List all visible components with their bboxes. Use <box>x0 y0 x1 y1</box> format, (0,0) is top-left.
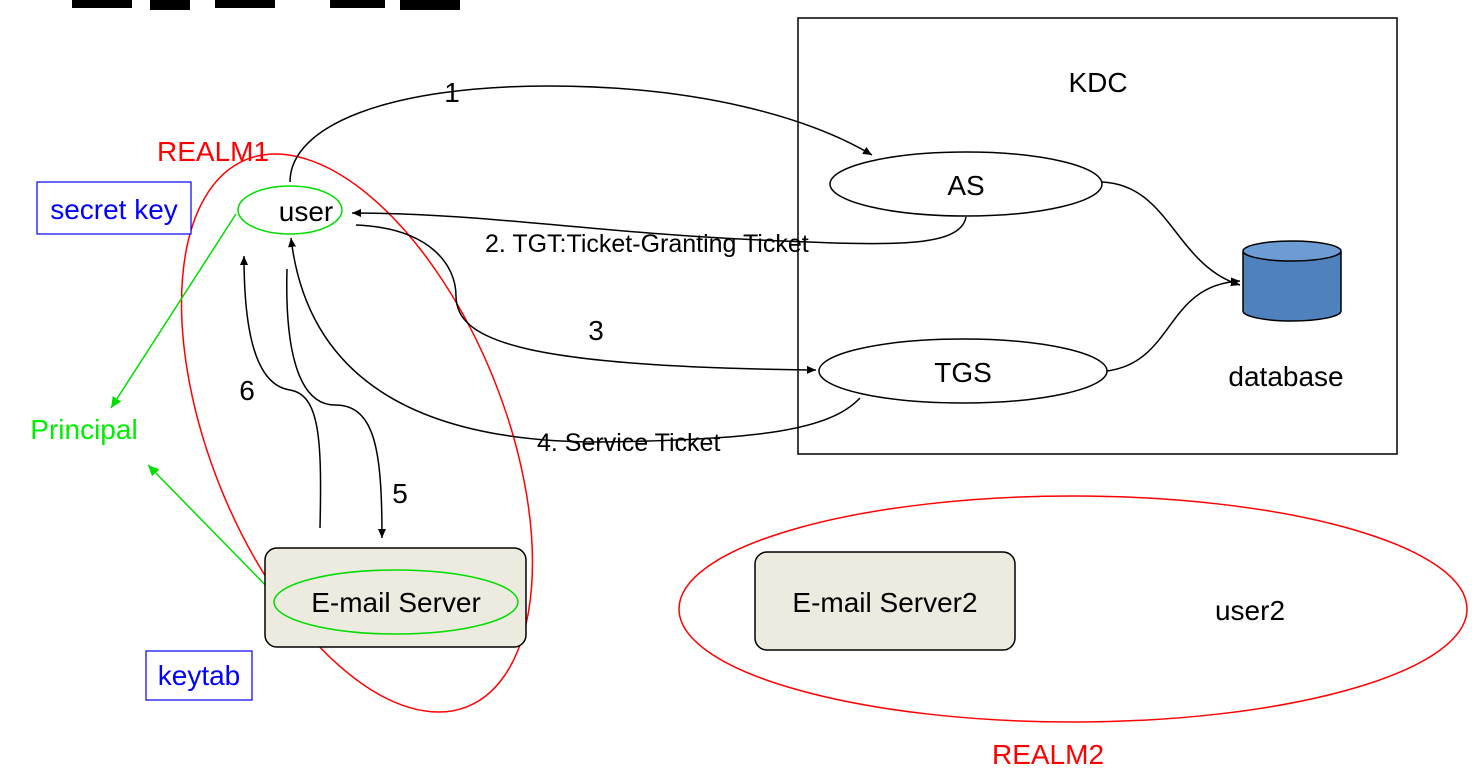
step1-label: 1 <box>444 77 460 108</box>
as-label: AS <box>947 170 984 201</box>
kdc-label: KDC <box>1068 67 1127 98</box>
realm1-boundary <box>180 153 534 713</box>
email-server-label: E-mail Server <box>311 587 481 618</box>
secret-key-box <box>36 181 192 235</box>
step2-arrow <box>351 209 967 245</box>
step4-label: 4. Service Ticket <box>537 429 720 457</box>
as-to-database-link <box>1101 181 1241 287</box>
email-server-box <box>264 547 527 648</box>
step4-arrow <box>288 237 861 443</box>
user-node <box>237 185 343 235</box>
step1-arrow <box>289 85 873 183</box>
step5-label: 5 <box>392 478 408 509</box>
step3-label: 3 <box>588 315 604 346</box>
user2-label: user2 <box>1215 595 1285 626</box>
realm1-label: REALM1 <box>157 136 269 167</box>
clipped-title-fragments <box>72 0 460 10</box>
step2-label: 2. TGT:Ticket-Granting Ticket <box>485 230 809 258</box>
user-to-principal-arrow <box>110 213 237 409</box>
email-server2-label: E-mail Server2 <box>792 587 977 618</box>
step5-arrow <box>286 268 386 539</box>
keytab-box <box>145 650 253 701</box>
tgs-to-database-link <box>1106 277 1241 372</box>
keytab-label: keytab <box>158 660 241 691</box>
user-label: user <box>279 196 333 227</box>
kdc-box <box>797 17 1398 455</box>
server-to-principal-arrow <box>147 464 281 601</box>
step6-label: 6 <box>239 375 255 406</box>
as-node <box>829 151 1103 217</box>
tgs-label: TGS <box>934 357 992 388</box>
database-label: database <box>1228 361 1343 392</box>
step3-arrow <box>355 224 817 374</box>
realm2-label: REALM2 <box>992 739 1104 770</box>
email-server2-box <box>754 551 1016 651</box>
email-server-principal-ring <box>273 569 519 635</box>
secret-key-label: secret key <box>50 194 178 225</box>
database-icon <box>1242 240 1342 322</box>
principal-label: Principal <box>30 414 137 445</box>
step6-arrow <box>240 255 322 529</box>
realm2-boundary <box>678 495 1468 723</box>
